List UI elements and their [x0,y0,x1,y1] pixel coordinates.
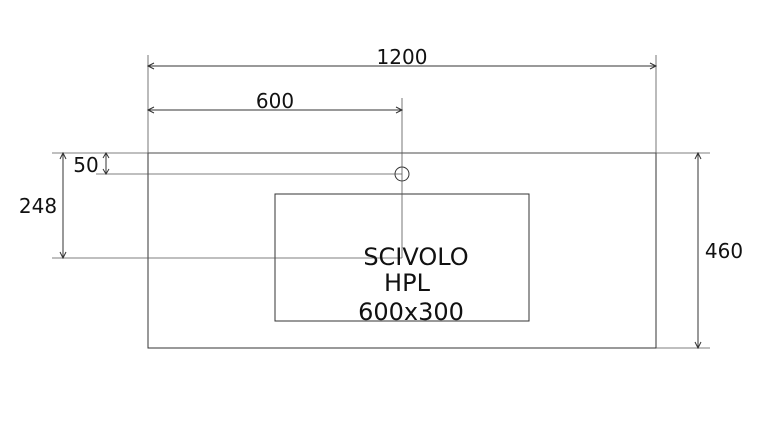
dim-label-460: 460 [705,239,743,263]
dim-arrow-1200-left [146,62,155,70]
sink-label-line2: HPL [384,269,431,297]
dim-label-248: 248 [19,194,57,218]
dim-arrow-600-right [395,106,404,114]
dim-arrow-50-bottom [102,168,110,175]
sink-label-line1: SCIVOLO [363,243,468,271]
dim-arrow-248-top [59,151,67,160]
dim-label-600: 600 [256,89,294,113]
dim-arrow-460-bottom [694,341,702,350]
dim-label-1200: 1200 [377,45,428,69]
dim-label-50: 50 [73,153,98,177]
dim-arrow-600-left [146,106,155,114]
dim-arrow-1200-right [649,62,658,70]
dim-arrow-460-top [694,151,702,160]
dim-arrow-248-bottom [59,251,67,260]
dim-arrow-50-top [102,152,110,159]
sink-label-line3: 600x300 [358,298,464,326]
